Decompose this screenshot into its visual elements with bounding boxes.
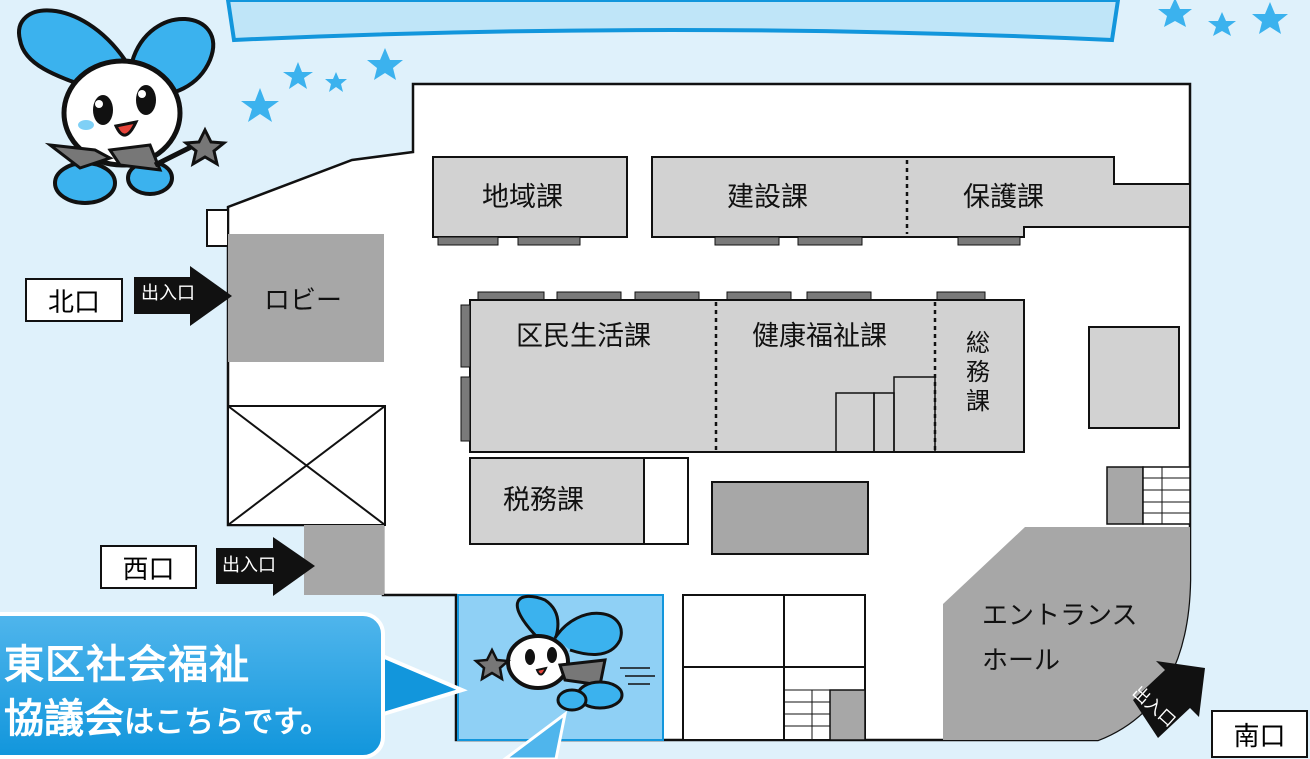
exit-arrow-icon [134, 266, 1205, 738]
lobby-area [228, 234, 384, 362]
room-label-kensetsu: 建設課 [727, 182, 808, 213]
gate-north: 北口 [25, 278, 123, 322]
gate-west: 西口 [100, 545, 197, 589]
room-label-kumin-seikatsu: 区民生活課 [516, 321, 651, 352]
room-middle-block [469, 299, 1025, 453]
star-icon [241, 0, 1288, 122]
gate-south: 南口 [1211, 710, 1308, 758]
entrance-hall [943, 527, 1190, 740]
callout-tail [378, 651, 468, 718]
room-label-chiiki: 地域課 [482, 182, 563, 213]
restroom-block [682, 594, 866, 741]
gate-west-label: 西口 [122, 554, 175, 585]
gate-south-label: 南口 [1233, 721, 1286, 752]
callout-line2-main: 協議会 [4, 696, 124, 742]
mascot-character-icon [472, 594, 655, 712]
room-label-lobby: ロビー [264, 286, 343, 316]
room-label-kenko-fukushi: 健康福祉課 [752, 321, 887, 352]
stairs-right [1106, 466, 1191, 525]
callout-line2: 協議会はこちらです。 [4, 686, 330, 744]
room-label-hogo: 保護課 [963, 182, 1044, 213]
room-label-zeimu: 税務課 [503, 485, 584, 516]
mascot-character-icon [17, 8, 228, 205]
room-label-entrance-hall-2: ホール [982, 646, 1061, 676]
closed-area [227, 405, 386, 526]
exit-label-north: 出入口 [141, 283, 195, 304]
title-banner-bottom [225, 0, 1121, 43]
gate-north-label: 北口 [47, 287, 100, 318]
room-label-somu: 総務課 [966, 329, 990, 415]
callout-line1: 東区社会福祉 [4, 642, 250, 688]
callout-bubble: 東区社会福祉 協議会はこちらです。 [0, 612, 385, 759]
room-label-entrance-hall-1: エントランス [982, 601, 1138, 631]
callout-line2-suffix: はこちらです。 [124, 705, 331, 740]
exit-label-west: 出入口 [222, 555, 276, 576]
